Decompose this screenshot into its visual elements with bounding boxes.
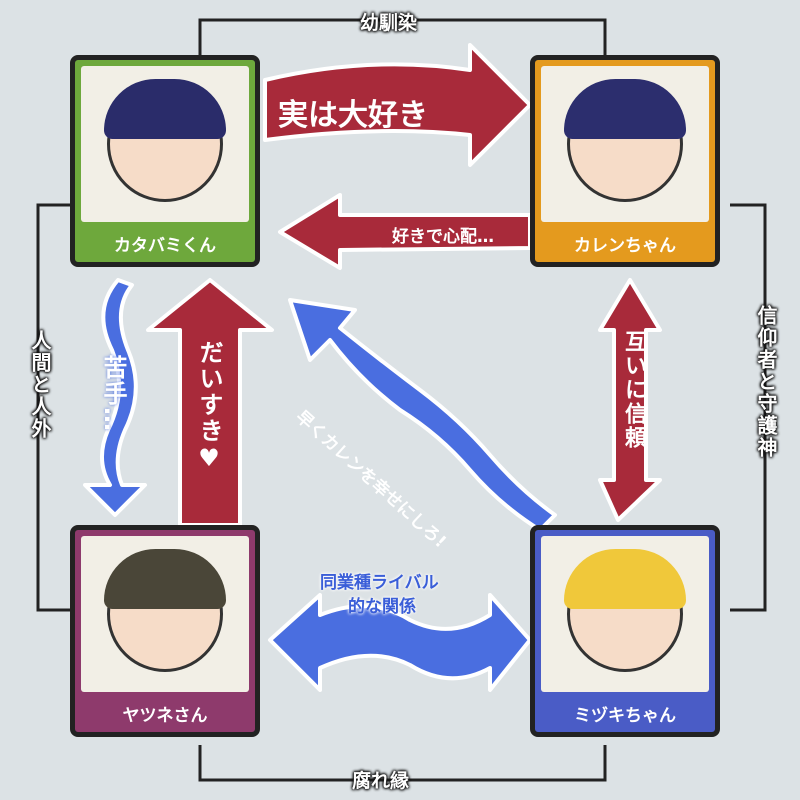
bracket-right xyxy=(730,203,767,612)
arrow-mizuki-to-katabami xyxy=(288,298,557,532)
portrait-yatsune xyxy=(81,536,249,692)
label-bottom: 腐れ縁 xyxy=(352,770,410,792)
label-rivalry-2: 的な関係 xyxy=(348,597,416,617)
label-karen-mizuki: 互いに信頼 xyxy=(621,330,646,450)
card-yatsune[interactable]: ヤツネさん xyxy=(70,525,260,737)
portrait-katabami xyxy=(81,66,249,222)
label-top: 幼馴染 xyxy=(360,12,418,34)
name-katabami: カタバミくん xyxy=(114,236,216,256)
bracket-bottom xyxy=(198,745,607,782)
arrow-katabami-to-yatsune xyxy=(83,278,147,517)
label-katabami-to-karen: 実は大好き xyxy=(278,98,428,133)
portrait-karen xyxy=(541,66,709,222)
card-mizuki[interactable]: ミヅキちゃん xyxy=(530,525,720,737)
card-karen[interactable]: カレンちゃん xyxy=(530,55,720,267)
label-right: 信仰者と守護神 xyxy=(754,305,778,459)
label-left: 人間と人外 xyxy=(28,330,52,440)
arrow-karen-to-katabami xyxy=(278,193,532,270)
card-katabami[interactable]: カタバミくん xyxy=(70,55,260,267)
arrow-katabami-to-karen xyxy=(263,43,532,167)
arrow-karen-mizuki xyxy=(598,278,662,522)
bracket-left xyxy=(36,203,70,612)
bracket-lines xyxy=(36,18,767,782)
portrait-mizuki xyxy=(541,536,709,692)
name-yatsune: ヤツネさん xyxy=(122,706,208,726)
arrow-yatsune-to-katabami xyxy=(146,278,274,527)
label-yatsune-to-katabami: だいすき♥ xyxy=(195,340,223,474)
bracket-top xyxy=(198,18,607,55)
label-katabami-to-yatsune: 苦手… xyxy=(99,355,127,433)
name-karen: カレンちゃん xyxy=(574,236,676,256)
label-rivalry-1: 同業種ライバル xyxy=(320,573,439,593)
name-mizuki: ミヅキちゃん xyxy=(574,706,676,726)
label-karen-to-katabami: 好きで心配… xyxy=(392,227,494,247)
